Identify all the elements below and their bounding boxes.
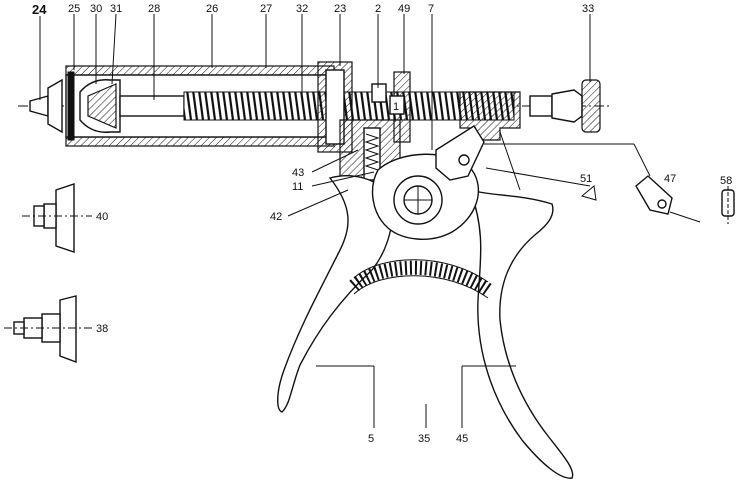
barrel-wall-bottom — [65, 136, 335, 147]
label-7: 7 — [428, 3, 434, 15]
knob-connector — [529, 95, 553, 117]
label-27: 27 — [260, 3, 272, 15]
label-42: 42 — [270, 211, 282, 223]
barrel-seal — [67, 71, 75, 141]
piece-1 — [389, 95, 405, 115]
spring-outline-bottom — [353, 275, 489, 299]
label-43: 43 — [292, 167, 304, 179]
label-51: 51 — [580, 173, 592, 185]
nozzle — [29, 95, 49, 117]
rear-grip — [468, 188, 574, 479]
label-40: 40 — [96, 211, 108, 223]
label-47: 47 — [664, 173, 676, 185]
spring-outline-top — [353, 259, 489, 283]
handle-assembly — [277, 125, 574, 479]
label-28: 28 — [148, 3, 160, 15]
barrel-assembly — [18, 61, 610, 181]
trigger-lever — [435, 125, 485, 181]
nozzle-cone — [47, 78, 63, 134]
label-38: 38 — [96, 323, 108, 335]
adjust-knob — [581, 79, 601, 133]
part-47-hole — [657, 199, 667, 209]
label-32: 32 — [296, 3, 308, 15]
label-25: 25 — [68, 3, 80, 15]
label-2: 2 — [375, 3, 381, 15]
label-1: 1 — [393, 101, 399, 113]
label-49: 49 — [398, 3, 410, 15]
label-11: 11 — [292, 181, 303, 193]
label-31: 31 — [110, 3, 122, 15]
part-51 — [580, 185, 597, 201]
adapter-38 — [4, 295, 92, 364]
lever-pin — [458, 154, 470, 166]
label-33: 33 — [582, 3, 594, 15]
leader-lines — [39, 13, 701, 428]
label-58: 58 — [720, 175, 732, 187]
label-5: 5 — [368, 433, 374, 445]
label-35: 35 — [418, 433, 430, 445]
piece-2 — [371, 83, 387, 103]
return-spring — [349, 260, 493, 296]
barrel-wall-top — [65, 65, 335, 76]
label-24: 24 — [32, 2, 47, 17]
spring — [364, 133, 380, 171]
knob-socket — [551, 89, 583, 123]
adapter-40 — [22, 183, 92, 253]
plunger-rod — [119, 95, 185, 117]
label-30: 30 — [90, 3, 102, 15]
plunger-seal — [87, 83, 117, 129]
label-23: 23 — [334, 3, 346, 15]
loose-parts — [4, 175, 735, 364]
part-labels: 24 25 30 31 28 26 27 32 23 2 49 7 33 1 4… — [32, 2, 732, 445]
label-45: 45 — [456, 433, 468, 445]
label-26: 26 — [206, 3, 218, 15]
